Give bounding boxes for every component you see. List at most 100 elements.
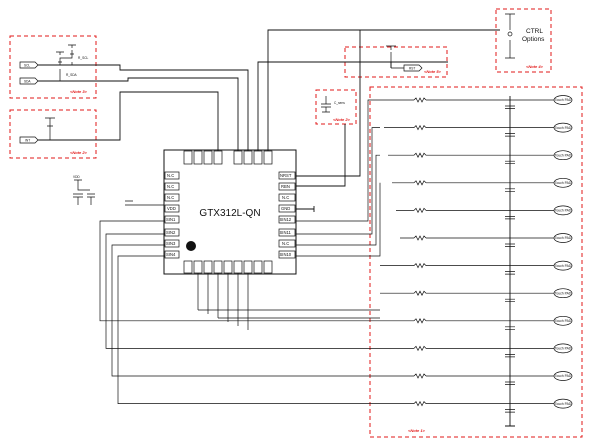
svg-text:VDD: VDD [73,175,80,179]
touch-note-box [369,86,583,438]
pin-left-7: SIN3 [166,241,176,246]
touch-pad-label: Touch PAD [555,402,572,406]
options-label: Options [522,36,545,43]
pin-left-4: VDD [167,206,176,211]
pin-right-5: SIN12 [280,217,292,222]
pin-right-6: SIN11 [280,230,292,235]
svg-text:C_sens: C_sens [334,101,345,105]
touch-pad-label: Touch PAD [555,374,572,378]
touch-pad-label: Touch PAD [555,319,572,323]
touch-pad-label: Touch PAD [555,153,572,157]
pin-right-2: RBN [281,184,290,189]
fan-out-wires [99,99,381,404]
pin-right-7: N.C [282,241,289,246]
touch-pad-label: Touch PAD [555,126,572,130]
chip-right-pins [278,171,296,259]
note-3-label: <Note 3> [70,89,88,94]
touch-pad-shape [553,315,573,326]
pin-right-3: N.C [282,195,289,200]
pin-left-6: SIN2 [166,230,176,235]
touch-pad-label: Touch PAD [555,236,572,240]
note-4-label: <Note 4> [526,64,544,69]
int-note-box [9,109,97,159]
pin-left-5: SIN1 [166,217,176,222]
series-resistor-12 [413,400,427,407]
pin1-marker [186,241,196,251]
int-connector: INT [19,117,55,144]
vdd-pin-wire [125,200,165,206]
svg-text:SDA: SDA [24,80,31,84]
touch-pad-2: Touch PAD [505,122,573,137]
pin-left-8: SIN4 [166,252,176,257]
series-resistor-8 [413,290,427,296]
note-5-label: <Note 5> [424,69,442,74]
touch-pad-shape [553,205,573,216]
touch-pad-5: Touch PAD [505,205,573,220]
pin-right-4: GND [281,206,290,211]
series-resistor-4 [413,180,427,186]
touch-pad-label: Touch PAD [555,264,572,268]
touch-pad-shape [553,150,573,161]
pin-right-8: SIN10 [280,252,292,257]
series-resistor-1 [413,97,427,103]
chip-body [163,149,297,275]
touch-pad-label: Touch PAD [555,209,572,213]
touch-pad-shape [553,398,573,409]
touch-pad-1: Touch PAD [505,95,573,109]
note-2-label-b: <Note 2> [333,117,351,122]
series-resistor-5 [413,207,427,214]
series-resistor-9 [413,318,427,324]
top-wires [38,29,500,212]
touch-pads: Touch PAD Touch PAD Touch PAD Touch PAD Touc… [505,95,573,413]
i2c-pullup-resistors: R_SCL R_SDA [38,44,89,82]
svg-text:SCL: SCL [24,64,30,68]
touch-pad-7: Touch PAD [505,260,573,275]
i2c-note-box [9,35,97,99]
series-resistor-2 [413,124,427,131]
touch-pad-8: Touch PAD [505,288,573,303]
touch-pad-shape [553,371,573,381]
vdd-decoupling: VDD [73,175,95,205]
touch-pad-shape [553,288,573,299]
chip-left-pins [164,171,180,259]
ctrl-label: CTRL [526,28,543,35]
touch-pad-shape [553,177,573,188]
touch-pad-4: Touch PAD [505,177,573,192]
pin-left-2: N.C [167,184,174,189]
touch-pad-shape [553,343,573,354]
ctrl-note-box [495,8,552,73]
touch-pad-12: Touch PAD [505,398,573,413]
touch-pad-shape [553,95,573,105]
pin-left-1: N.C [167,173,174,178]
rst-connector: RST [386,45,423,72]
cap-note-2: C_sens [321,96,345,113]
note-1-label: <Note 1> [408,428,426,433]
touch-pad-6: Touch PAD [505,233,573,247]
r-scl-label: R_SCL [78,56,89,60]
touch-pad-label: Touch PAD [555,291,572,295]
touch-pad-label: Touch PAD [555,347,572,351]
chip-top-pins [183,150,273,165]
touch-pad-shape [553,233,573,243]
sense-routes [99,97,510,407]
touch-pad-9: Touch PAD [505,315,573,330]
series-resistor-3 [413,152,427,158]
touch-pad-label: Touch PAD [555,98,572,102]
svg-text:INT: INT [25,139,30,143]
sda-connector: SDA [19,77,39,85]
ctrl-options-switch: CTRL Options [505,13,545,59]
series-resistor-10 [413,345,427,352]
touch-pad-shape [553,260,573,271]
chip-bottom-pins [183,260,273,274]
touch-pad-label: Touch PAD [555,181,572,185]
series-resistor-6 [413,235,427,241]
touch-pad-11: Touch PAD [505,371,573,385]
r-sda-label: R_SDA [66,73,78,77]
svg-text:RST: RST [409,67,415,71]
chip-name: GTX312L-QN [199,208,260,219]
scl-connector: SCL [19,61,39,69]
touch-pad-shape [553,122,573,133]
pin-left-3: N.C [167,195,174,200]
